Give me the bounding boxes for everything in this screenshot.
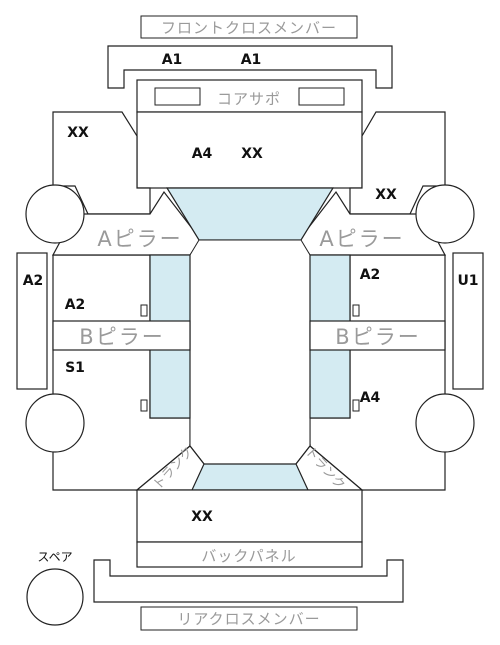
right-front-door-handle <box>352 304 360 317</box>
left-front-door-code: A2 <box>65 297 86 313</box>
rear-right-wheel <box>415 393 475 453</box>
front-left-wheel <box>25 184 85 244</box>
hood-code-right: XX <box>241 146 263 162</box>
trunk-lid <box>136 489 363 543</box>
rear-cross-member-label: リアクロスメンバー <box>177 610 320 628</box>
right-front-fender-code: XX <box>375 187 397 203</box>
front-cross-member-label: フロントクロスメンバー <box>161 19 337 37</box>
left-rear-door-code: S1 <box>65 360 85 376</box>
right-front-door-code: A2 <box>360 267 381 283</box>
right-rear-door-code: A4 <box>360 390 381 406</box>
right-side-sill <box>452 252 484 390</box>
right-rear-door-handle <box>352 399 360 412</box>
hood-code-left: A4 <box>192 146 213 162</box>
headlight-right <box>298 87 345 106</box>
b-pillar-left-label: Bピラー <box>79 325 164 349</box>
left-front-fender-code: XX <box>67 125 89 141</box>
rear-member-bracket <box>93 559 404 603</box>
spare-label: スペア <box>37 550 72 564</box>
trunk-lid-code: XX <box>191 509 213 525</box>
front-cross-member-box <box>140 15 358 39</box>
left-front-door-handle <box>140 304 148 317</box>
left-rear-door-handle <box>140 399 148 412</box>
a-pillar-left-label: Aピラー <box>97 227 182 251</box>
front-member-bracket <box>107 45 393 89</box>
left-side-sill <box>16 252 48 390</box>
headlight-left <box>154 87 201 106</box>
b-pillar-right <box>309 320 446 351</box>
rear-cross-member-box <box>140 606 358 631</box>
core-support-label: コアサポ <box>217 90 281 108</box>
back-panel <box>136 541 363 568</box>
front-member-code-right: A1 <box>241 52 262 68</box>
left-side-sill-code: A2 <box>23 273 44 289</box>
front-member-code-left: A1 <box>162 52 183 68</box>
back-panel-label: バックパネル <box>201 547 296 565</box>
b-pillar-right-label: Bピラー <box>335 325 420 349</box>
spare-tire <box>26 568 84 626</box>
right-side-sill-code: U1 <box>457 273 478 289</box>
rear-left-wheel <box>25 393 85 453</box>
b-pillar-left <box>52 320 191 351</box>
a-pillar-right-label: Aピラー <box>319 227 404 251</box>
front-right-wheel <box>415 184 475 244</box>
roof-panel <box>189 239 311 465</box>
